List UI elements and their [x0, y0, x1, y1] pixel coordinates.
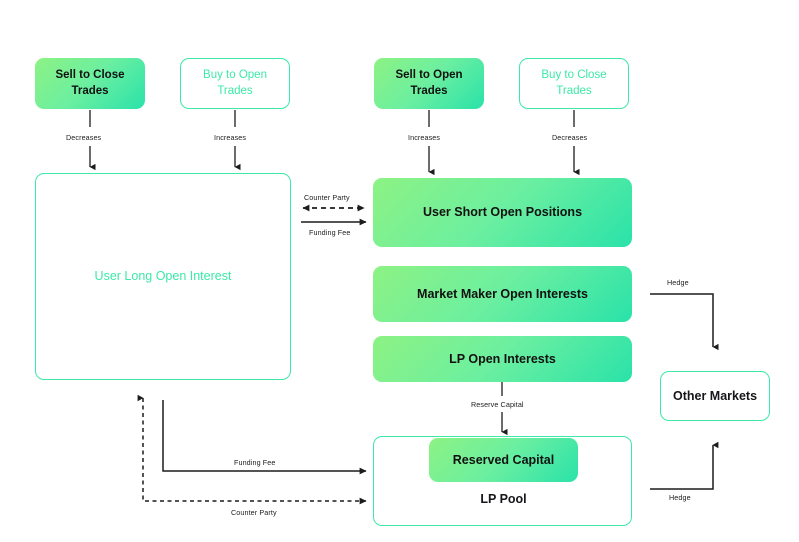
node-label-line2: Trades [410, 84, 448, 97]
node-sell-to-close-trades[interactable]: Sell to Close Trades [35, 58, 145, 109]
node-label-line2: Trades [71, 84, 109, 97]
edge-hedge-bottom [650, 441, 719, 490]
node-user-short-open-positions[interactable]: User Short Open Positions [373, 178, 632, 247]
node-label-line2: Trades [556, 84, 592, 97]
edge-label-funding-fee-mid: Funding Fee [309, 228, 351, 237]
edge-label-counter-party-mid: Counter Party [304, 193, 350, 202]
node-label: User Short Open Positions [422, 205, 583, 220]
node-other-markets[interactable]: Other Markets [660, 371, 770, 421]
node-user-long-open-interest[interactable]: User Long Open Interest [35, 173, 291, 380]
node-label: LP Open Interests [449, 351, 556, 366]
edge-counter-party-bottom [137, 394, 367, 505]
edge-label-funding-fee-bottom: Funding Fee [234, 458, 276, 467]
edge-label-decreases-long: Decreases [66, 133, 102, 142]
node-buy-to-close-trades[interactable]: Buy to Close Trades [519, 58, 629, 109]
edge-label-hedge-bottom: Hedge [669, 493, 691, 502]
edge-label-increases-long: Increases [214, 133, 247, 142]
node-sell-to-open-trades[interactable]: Sell to Open Trades [374, 58, 484, 109]
edge-label-reserve-capital: Reserve Capital [471, 400, 524, 409]
node-label: Reserved Capital [452, 452, 555, 467]
edge-label-hedge-top: Hedge [667, 278, 689, 287]
edge-label-counter-party-bottom: Counter Party [231, 508, 277, 517]
edge-hedge-top [650, 293, 719, 351]
node-label-line1: Buy to Open [203, 68, 267, 81]
node-reserved-capital[interactable]: Reserved Capital [429, 438, 578, 482]
node-lp-pool-label: LP Pool [480, 492, 527, 506]
node-lp-open-interests[interactable]: LP Open Interests [373, 336, 632, 382]
edge-label-increases-short: Increases [408, 133, 441, 142]
node-label: Other Markets [672, 388, 758, 403]
node-buy-to-open-trades[interactable]: Buy to Open Trades [180, 58, 290, 109]
node-market-maker-open-interests[interactable]: Market Maker Open Interests [373, 266, 632, 322]
node-label-line2: Trades [217, 84, 253, 97]
node-lp-pool[interactable]: Reserved Capital LP Pool [373, 436, 632, 526]
node-label-line1: Buy to Close [541, 68, 607, 81]
edge-label-decreases-short: Decreases [552, 133, 588, 142]
node-label: Market Maker Open Interests [417, 286, 588, 301]
node-label: User Long Open Interest [94, 269, 232, 284]
node-label-line1: Sell to Open [395, 68, 463, 81]
node-label-line1: Sell to Close [55, 68, 125, 81]
